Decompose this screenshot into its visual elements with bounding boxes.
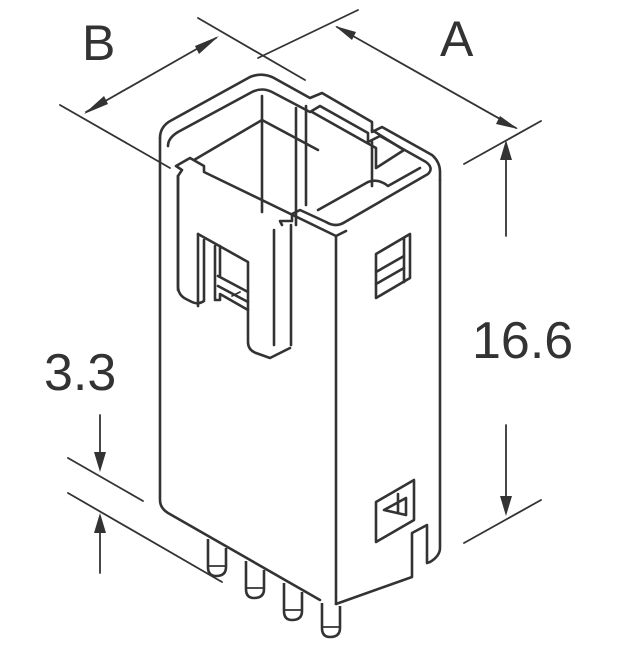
cavity-right-floor <box>316 166 422 212</box>
a-extension-line-right <box>463 120 542 165</box>
height-arrow-up-icon <box>500 140 512 160</box>
latch-window <box>196 232 292 360</box>
right-face-window <box>374 232 412 300</box>
dimension-pin-length: 3.3 <box>44 344 223 583</box>
pin-4 <box>320 603 342 639</box>
dimension-b-label: B <box>82 15 115 71</box>
pin-arrow-up-icon <box>94 513 106 533</box>
pin-3 <box>282 583 304 622</box>
left-face-outline <box>158 136 322 602</box>
top-rim-outer <box>158 73 442 182</box>
pin-2 <box>244 561 266 600</box>
connector-body <box>158 73 442 606</box>
dimension-b: B <box>59 15 306 169</box>
pin1-marker-box <box>374 478 416 544</box>
front-top-edge <box>174 156 348 238</box>
a-arrow-right-icon <box>496 116 518 129</box>
b-arrow-right-icon <box>195 36 219 54</box>
dimension-a-label: A <box>440 11 474 67</box>
pin-extension-line-bottom <box>67 492 223 583</box>
height-arrow-down-icon <box>500 496 512 516</box>
dimension-a: A <box>257 9 542 165</box>
pin-extension-line-top <box>67 457 144 502</box>
b-dimension-line <box>85 37 217 113</box>
right-face-outline <box>334 178 442 606</box>
window-slat-bottom <box>374 266 406 286</box>
triangle-marker-icon <box>382 496 408 517</box>
pin-1 <box>206 539 228 578</box>
pin-arrow-down-icon <box>94 452 106 472</box>
height-extension-line-bottom <box>463 499 542 544</box>
latch-tick <box>231 291 241 297</box>
cavity-left-back-edge <box>192 118 320 162</box>
b-arrow-left-icon <box>84 96 108 114</box>
a-arrow-left-icon <box>335 26 356 40</box>
cavity-right-outline <box>310 110 406 170</box>
b-extension-line-left <box>59 104 171 169</box>
a-dimension-line <box>336 26 517 129</box>
dimension-height-label: 16.6 <box>472 312 573 370</box>
latch-inner-frame <box>213 244 250 312</box>
pin-4-body <box>320 603 342 639</box>
window-slat-top <box>374 254 406 274</box>
latch-window-outline <box>196 232 292 360</box>
b-extension-line-right <box>197 17 306 81</box>
a-extension-line-left <box>257 9 359 59</box>
latch-slats <box>216 274 250 304</box>
pin1-marker <box>374 478 416 544</box>
pins <box>206 539 342 639</box>
dimension-height: 16.6 <box>463 140 573 544</box>
dimension-pin-length-label: 3.3 <box>44 344 116 402</box>
latch-frame-left <box>176 174 206 305</box>
